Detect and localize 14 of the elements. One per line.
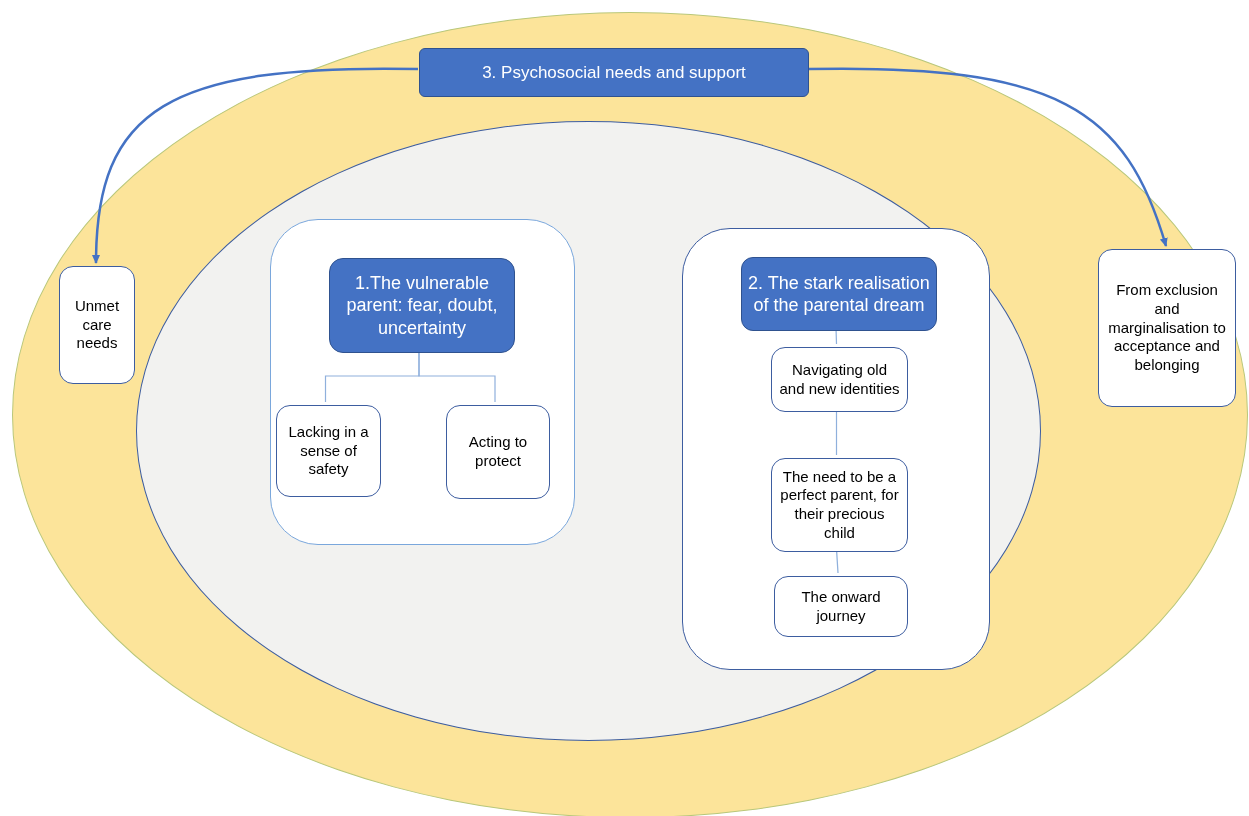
theme-heading-box: 1.The vulnerable parent: fear, doubt, uncertainty	[329, 258, 515, 353]
arrow	[92, 67, 418, 264]
subtheme-box: The need to be a perfect parent, for their precious child	[771, 458, 908, 552]
panel-card	[270, 219, 575, 545]
subtheme-box: Acting to protect	[446, 405, 550, 499]
subtheme-box: From exclusion and marginalisation to acceptance and belonging	[1098, 249, 1236, 407]
subtheme-box: Lacking in a sense of safety	[276, 405, 381, 497]
subtheme-box: Unmet care needs	[59, 266, 135, 384]
panel-card	[682, 228, 990, 670]
theme-heading-box: 2. The stark realisation of the parental dream	[741, 257, 937, 331]
subtheme-box: Navigating old and new identities	[771, 347, 908, 412]
arrow	[808, 67, 1168, 247]
theme-heading-box: 3. Psychosocial needs and support	[419, 48, 809, 97]
subtheme-box: The onward journey	[774, 576, 908, 637]
